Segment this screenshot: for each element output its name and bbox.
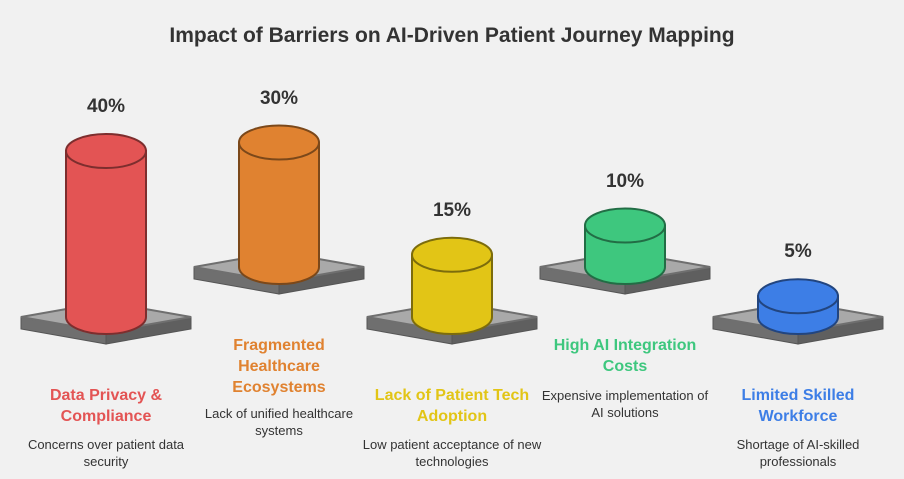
category-label: Fragmented Healthcare Ecosystems: [232, 337, 326, 396]
category-label: Lack of Patient Tech Adoption: [374, 387, 530, 425]
category-label: Limited Skilled Workforce: [741, 387, 855, 425]
category-description: Concerns over patient data security: [27, 437, 185, 469]
value-label: 15%: [432, 199, 472, 221]
value-label: 30%: [259, 87, 299, 109]
category-label: Data Privacy & Compliance: [49, 387, 163, 425]
bar-cylinder-body: [65, 150, 147, 335]
bar-cylinder-body: [411, 253, 493, 335]
category-description: Low patient acceptance of new technologi…: [362, 437, 542, 469]
bar-cylinder-body: [238, 141, 320, 285]
bar-cylinder-top: [584, 207, 666, 244]
bar-cylinder-top: [411, 236, 493, 273]
chart-title: Impact of Barriers on AI-Driven Patient …: [169, 24, 735, 47]
bar-cylinder-top: [65, 133, 147, 169]
value-label: 40%: [86, 96, 126, 117]
bar-cylinder-top: [757, 278, 839, 315]
category-description: Shortage of AI-skilled professionals: [736, 437, 860, 469]
category-label: High AI Integration Costs: [553, 337, 697, 375]
bar-cylinder-top: [238, 124, 320, 161]
category-description: Expensive implementation of AI solutions: [541, 388, 709, 420]
category-description: Lack of unified healthcare systems: [204, 406, 354, 438]
value-label: 10%: [605, 170, 645, 192]
value-label: 5%: [784, 241, 812, 263]
